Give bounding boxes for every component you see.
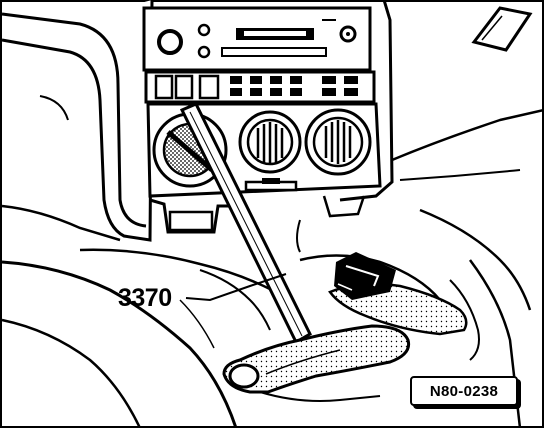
dashboard-side-panel (1, 0, 154, 242)
heater-control-panel (146, 102, 382, 198)
dashboard-vent-flap (471, 6, 533, 52)
radio-knob-left (157, 29, 183, 55)
figure-reference-code: N80-0238 (429, 382, 499, 400)
center-console (1, 195, 441, 428)
figure-reference-box: N80-0238 (410, 376, 518, 406)
switch-panel (144, 70, 376, 104)
tool-t-handle (222, 324, 411, 402)
handle-eyelet (228, 363, 260, 389)
special-tool-3370 (179, 102, 312, 345)
trim-clip (334, 252, 396, 300)
callout-leader-line (185, 273, 287, 302)
tool-number-label: 3370 (118, 284, 172, 312)
radio-unit (142, 6, 372, 72)
